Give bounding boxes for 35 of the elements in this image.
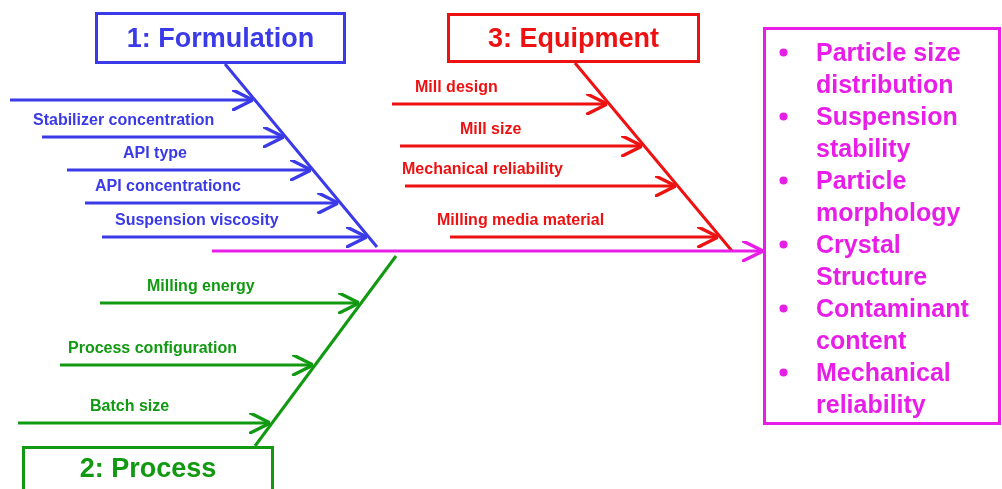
category-box: 3: Equipment: [447, 13, 700, 63]
arrow: [85, 190, 341, 216]
arrow: [212, 238, 765, 264]
edge-label: Mill size: [460, 120, 522, 138]
arrow: [102, 224, 369, 250]
arrow: [67, 157, 313, 183]
edge-label: Mechanical reliability: [402, 160, 563, 178]
result-item: Particle morphology: [816, 166, 961, 226]
arrow: [400, 133, 644, 159]
edge-label: Mill design: [415, 78, 498, 96]
arrow: [405, 173, 678, 199]
edge-label: API type: [123, 144, 187, 162]
arrow: [42, 124, 286, 150]
result-item: Particle size distribution: [816, 38, 961, 98]
result-box: [763, 27, 1001, 425]
arrow: [18, 410, 272, 436]
arrow: [60, 352, 315, 378]
category-box: 2: Process: [22, 446, 274, 489]
result-item: Crystal Structure: [816, 230, 928, 290]
edge-label: Suspension viscosity: [115, 211, 279, 229]
result-item: Suspension stability: [816, 102, 958, 162]
edge-label: Batch size: [90, 397, 170, 415]
arrow: [450, 224, 720, 250]
edge-label: Milling media material: [437, 211, 605, 229]
bone-line: [253, 255, 398, 447]
edge-label: Milling energy: [147, 277, 255, 295]
result-item: Contaminant content: [816, 294, 969, 354]
result-item: Mechanical reliability: [816, 358, 951, 418]
edge-label: Process configuration: [68, 339, 237, 357]
arrow: [100, 290, 361, 316]
category-box: 1: Formulation: [95, 12, 346, 64]
edge-label: API concentrationc: [95, 177, 241, 195]
arrow: [392, 91, 609, 117]
edge-label: Stabilizer concentration: [33, 111, 215, 129]
arrow: [10, 87, 255, 113]
